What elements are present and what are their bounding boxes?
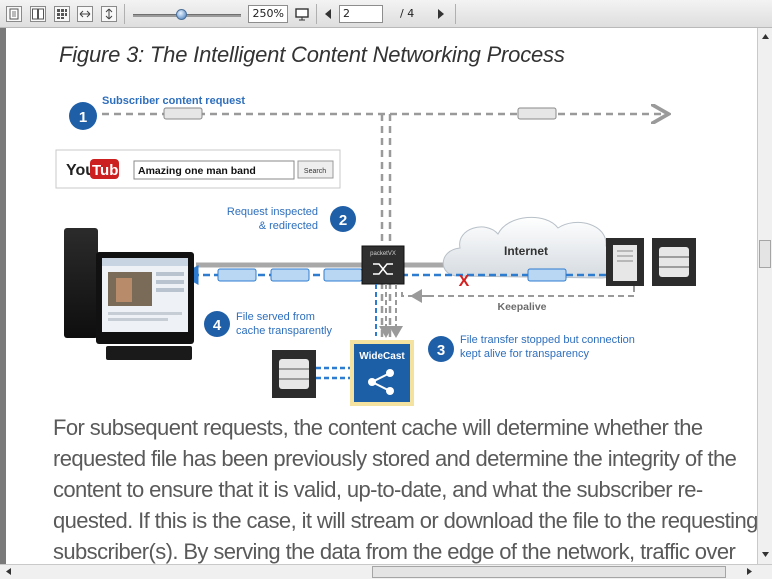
content-networking-diagram: 1 Subscriber content request You Tube Am… [55,95,696,406]
youtube-logo-you: You [66,162,95,179]
scroll-down-icon[interactable] [759,548,772,561]
paragraph-line: requested file has been previously store… [53,446,737,471]
packet-icon [270,268,310,282]
paragraph-line: For subsequent requests, the content cac… [53,415,703,440]
packet-icon [323,268,363,282]
step-3-badge [428,336,454,362]
prev-page-icon[interactable] [325,9,331,19]
step-4-number: 4 [213,317,222,334]
horizontal-scroll-thumb[interactable] [372,566,726,578]
packet-icon [517,107,557,120]
step-2-badge [330,206,356,232]
widecast-label: WideCast [359,351,405,362]
horizontal-scrollbar[interactable] [0,564,772,579]
packetvx-label: packetVX [370,251,396,257]
toolbar-separator [316,4,317,24]
packet-icon [527,268,567,282]
step-3-label-line1: File transfer stopped but connection [460,334,635,346]
step-4-label-line2: cache transparently [236,325,332,337]
blocked-mark: X [459,273,470,290]
step-1-badge [69,102,97,130]
toolbar-separator [124,4,125,24]
keepalive-label: Keepalive [497,301,546,313]
vertical-scrollbar[interactable] [757,28,772,564]
page-number-input[interactable]: 2 [339,5,383,23]
youtube-search-panel: You Tube Amazing one man band Search [55,149,341,189]
step-2-label-line2: & redirected [259,220,318,232]
figure-title: Figure 3: The Intelligent Content Networ… [59,42,565,67]
scroll-left-icon[interactable] [2,565,15,578]
page-total-label: / 4 [400,7,415,20]
zoom-slider-track[interactable] [133,14,241,17]
paragraph-line: quested. If this is the case, it will st… [53,508,757,533]
step-3-number: 3 [437,342,445,359]
shuffle-icon [373,263,393,275]
scroll-right-icon[interactable] [743,565,756,578]
body-paragraph: For subsequent requests, the content cac… [53,412,757,564]
subscriber-computer [64,228,194,360]
packetvx-device [361,245,405,285]
single-page-icon[interactable] [6,6,22,22]
scroll-up-icon[interactable] [759,30,772,43]
request-path [102,108,666,338]
two-page-icon[interactable] [30,6,46,22]
toolbar-separator [455,4,456,24]
packet-icon [163,107,203,120]
zoom-slider-thumb[interactable] [176,9,187,20]
packet-icon [217,268,257,282]
widecast-cache [354,344,410,402]
step-1-number: 1 [79,109,87,126]
step-4-badge [204,311,230,337]
step-1-label: Subscriber content request [102,95,245,107]
fit-height-icon[interactable] [101,6,117,22]
computer-tower [64,228,98,338]
vertical-scroll-thumb[interactable] [759,240,771,268]
paragraph-line: content to ensure that it is valid, up-t… [53,477,703,502]
step-2-label-line1: Request inspected [227,206,318,218]
fit-width-icon[interactable] [77,6,93,22]
youtube-search-value: Amazing one man band [138,165,256,177]
zoom-level-field[interactable]: 250% [248,5,288,23]
youtube-search-button: Search [304,168,326,175]
document-viewport[interactable]: Figure 3: The Intelligent Content Networ… [0,28,757,564]
step-2-number: 2 [339,212,347,229]
step-4-label-line1: File served from [236,311,315,323]
internet-label: Internet [504,244,548,258]
share-icon [368,369,394,395]
step-3-label-line2: kept alive for transparency [460,348,590,360]
next-page-icon[interactable] [438,9,444,19]
paragraph-line: subscriber(s). By serving the data from … [53,539,736,564]
youtube-logo-tube: Tube [92,162,127,179]
thumbnails-icon[interactable] [54,6,70,22]
presentation-icon[interactable] [294,6,310,22]
toolbar: 250% 2 / 4 [0,0,772,28]
